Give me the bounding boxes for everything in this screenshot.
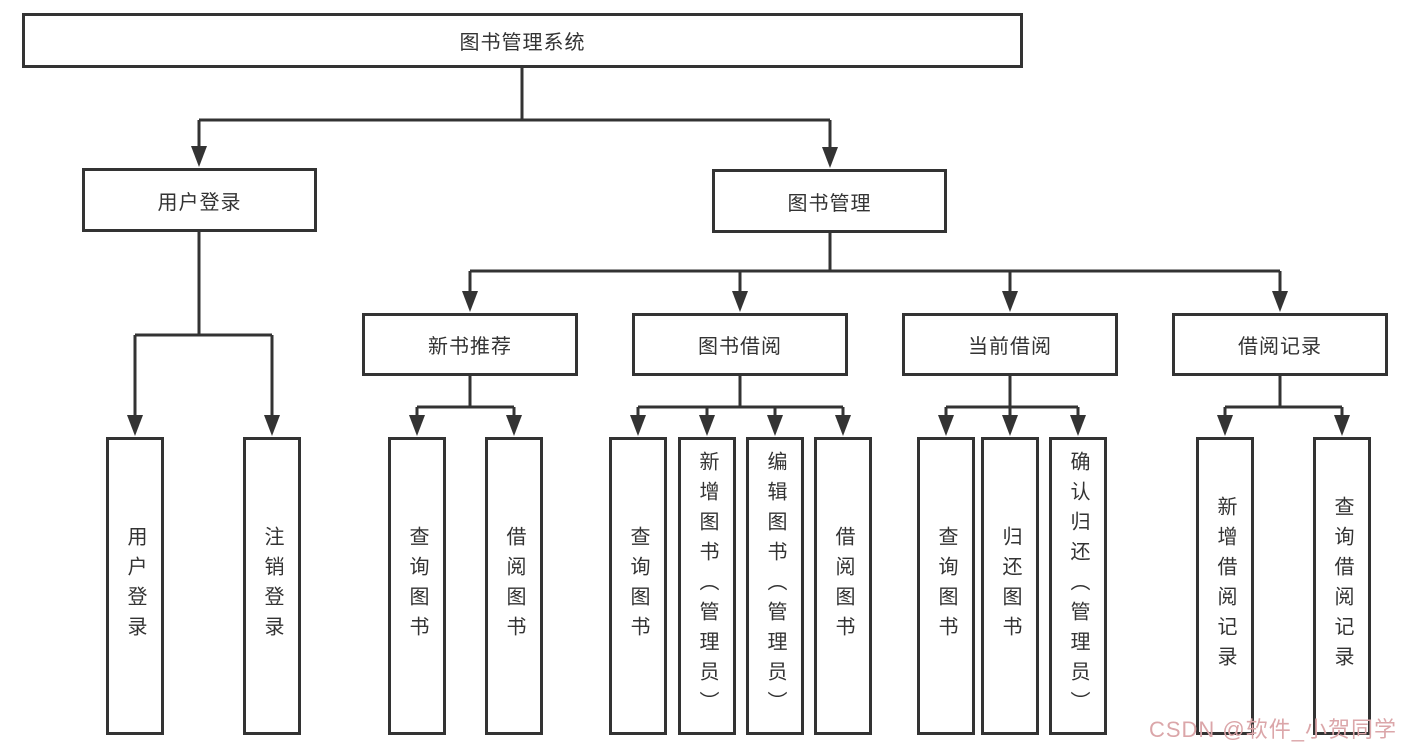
node-label: 新增借阅记录 [1214,496,1236,676]
node-book-management: 图书管理 [712,169,947,233]
node-label: 归还图书 [999,526,1021,646]
leaf-confirm-return-admin: 确认归还（管理员） [1049,437,1107,735]
node-label: 新书推荐 [428,336,512,358]
leaf-query-books-current: 查询图书 [917,437,975,735]
leaf-logout: 注销登录 [243,437,301,735]
leaf-borrow-books: 借阅图书 [814,437,872,735]
node-label: 当前借阅 [968,336,1052,358]
node-label: 用户登录 [124,526,146,646]
node-label: 查询图书 [935,526,957,646]
leaf-add-books-admin: 新增图书（管理员） [678,437,736,735]
leaf-query-borrow-record: 查询借阅记录 [1313,437,1371,735]
node-current-borrowing: 当前借阅 [902,313,1118,376]
leaf-query-books-recommend: 查询图书 [388,437,446,735]
node-borrowing-records: 借阅记录 [1172,313,1388,376]
node-label: 查询图书 [627,526,649,646]
node-label: 查询借阅记录 [1331,496,1353,676]
node-label: 确认归还（管理员） [1067,451,1089,721]
node-label: 借阅图书 [832,526,854,646]
leaf-edit-books-admin: 编辑图书（管理员） [746,437,804,735]
node-label: 新增图书（管理员） [696,451,718,721]
node-user-login: 用户登录 [82,168,317,232]
node-label: 借阅图书 [503,526,525,646]
node-label: 图书借阅 [698,336,782,358]
csdn-watermark: CSDN @软件_小贺同学 [1148,717,1397,742]
leaf-query-books-borrowing: 查询图书 [609,437,667,735]
node-library-management-system: 图书管理系统 [22,13,1023,68]
leaf-user-login: 用户登录 [106,437,164,735]
node-label: 编辑图书（管理员） [764,451,786,721]
leaf-borrow-books-recommend: 借阅图书 [485,437,543,735]
leaf-return-books: 归还图书 [981,437,1039,735]
leaf-add-borrow-record: 新增借阅记录 [1196,437,1254,735]
node-book-borrowing: 图书借阅 [632,313,848,376]
node-label: 图书管理 [787,192,872,215]
node-label: 注销登录 [261,526,283,646]
node-new-book-recommendation: 新书推荐 [362,313,578,376]
node-label: 借阅记录 [1238,336,1322,358]
node-label: 用户登录 [157,191,242,214]
node-label: 图书管理系统 [459,32,586,54]
node-label: 查询图书 [406,526,428,646]
